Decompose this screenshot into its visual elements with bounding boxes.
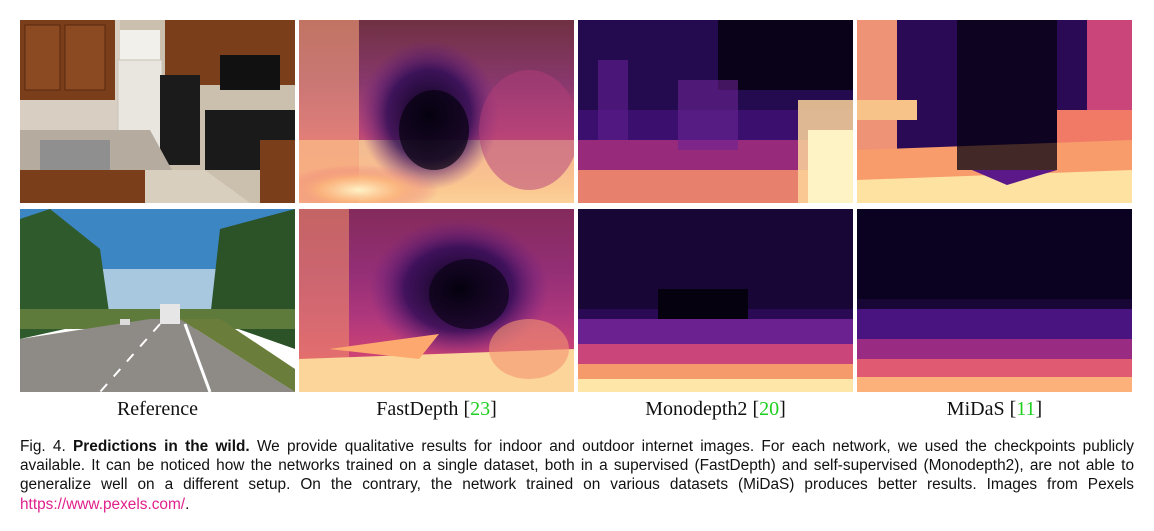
- highway-midas-map: [857, 209, 1132, 392]
- citation-link[interactable]: 20: [759, 398, 780, 420]
- caption-end: .: [185, 495, 190, 513]
- column-label-text: MiDaS: [946, 398, 1005, 420]
- column-label-monodepth2: Monodepth2 [20]: [645, 398, 786, 420]
- column-label-reference: Reference: [20, 398, 295, 421]
- highway-reference-image: [20, 209, 295, 392]
- pexels-link[interactable]: https://www.pexels.com/: [20, 495, 186, 513]
- highway-fastdepth-map: [299, 209, 574, 392]
- column-label-text: Monodepth2: [645, 398, 748, 420]
- citation-link[interactable]: 23: [470, 398, 491, 420]
- kitchen-fastdepth-map: [299, 20, 574, 203]
- caption-body: We provide qualitative results for indoo…: [20, 438, 1134, 494]
- column-label-fastdepth: FastDepth [23]: [376, 398, 497, 420]
- figure-caption: Fig. 4. Predictions in the wild. We prov…: [20, 437, 1134, 514]
- kitchen-monodepth2-map: [578, 20, 853, 203]
- caption-title: Predictions in the wild.: [73, 438, 250, 455]
- column-label-text: Reference: [116, 398, 199, 420]
- highway-monodepth2-map: [578, 209, 853, 392]
- kitchen-midas-map: [857, 20, 1132, 203]
- kitchen-reference-image: [20, 20, 295, 203]
- column-label-text: FastDepth: [376, 398, 459, 420]
- figure-label: Fig. 4.: [20, 438, 66, 455]
- citation-link[interactable]: 11: [1016, 398, 1036, 420]
- column-label-midas: MiDaS [11]: [946, 398, 1043, 420]
